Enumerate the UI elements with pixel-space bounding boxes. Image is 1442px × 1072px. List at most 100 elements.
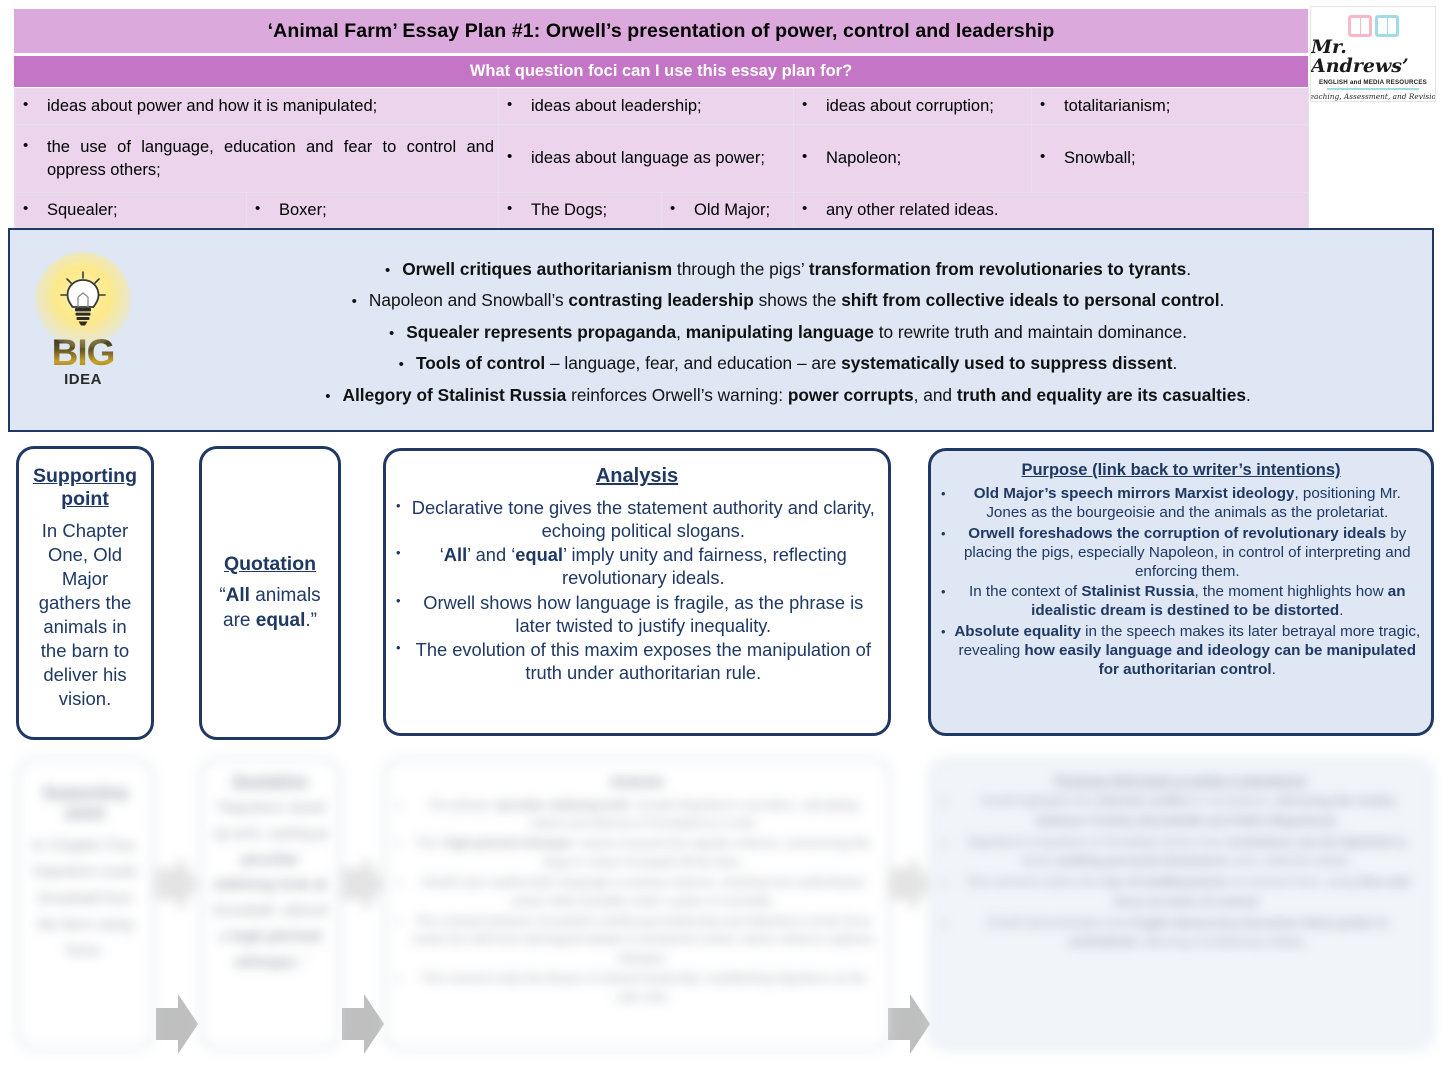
list-item: •Orwell critiques authoritarianism throu… <box>384 258 1192 279</box>
foci-text: The Dogs; <box>531 201 608 219</box>
bullet-icon: • <box>396 970 401 986</box>
quotation-card: Quotation “All animals are equal.” <box>199 446 341 740</box>
book-pink-icon <box>1347 15 1372 37</box>
bullet-icon: • <box>396 497 401 513</box>
bullet-icon: • <box>396 836 401 852</box>
bullet-icon: • <box>507 200 513 217</box>
big-idea-idea-label: IDEA <box>64 370 102 388</box>
bullet-icon: • <box>1040 96 1046 114</box>
analysis-card: Analysis •Declarative tone gives the sta… <box>383 448 891 736</box>
preview-analysis-bullet-list: •The phrase ‘peculiar sidelong look’ rev… <box>396 794 878 1008</box>
purpose-bullet-list: •Old Major’s speech mirrors Marxist ideo… <box>941 484 1421 679</box>
bullet-icon: • <box>941 584 946 599</box>
header-section: ‘Animal Farm’ Essay Plan #1: Orwell’s pr… <box>0 0 1442 229</box>
supporting-point-card: Supporting point In Chapter One, Old Maj… <box>16 446 154 740</box>
bullet-icon: • <box>23 137 29 155</box>
question-foci-table: • ideas about power and how it is manipul… <box>14 88 1309 229</box>
card-body: “All animals are equal.” <box>219 584 321 631</box>
flow-arrow-icon <box>342 992 384 1056</box>
preview-flow-row: Supporting point In Chapter Five, Napole… <box>0 752 1442 1064</box>
list-item: •The phrase ‘peculiar sidelong look’ rev… <box>396 797 859 831</box>
bullet-icon: • <box>941 486 946 501</box>
list-item: •In the context of Stalinist Russia, the… <box>941 583 1406 619</box>
page-title-bar: ‘Animal Farm’ Essay Plan #1: Orwell’s pr… <box>14 9 1308 53</box>
preview-purpose-card: Purpose (link back to writer’s intention… <box>928 758 1434 1050</box>
flow-arrow-icon <box>156 992 198 1056</box>
book-teal-icon <box>1374 15 1399 37</box>
list-item: •Absolute equality in the speech makes i… <box>941 622 1421 678</box>
list-item: •Orwell shows how language is fragile, a… <box>396 591 864 636</box>
foci-text: Snowball; <box>1064 149 1136 168</box>
flow-arrow-icon <box>156 852 198 916</box>
bullet-icon: • <box>941 525 946 541</box>
list-item: •Tools of control – language, fear, and … <box>398 353 1178 374</box>
foci-text: ideas about corruption; <box>826 97 994 116</box>
essay-flow-row: Supporting point In Chapter One, Old Maj… <box>0 446 1442 1054</box>
foci-cell: •Squealer; <box>14 191 247 229</box>
bullet-icon: • <box>507 148 513 166</box>
question-foci-heading-bar: What question foci can I use this essay … <box>14 56 1308 87</box>
list-item: •Declarative tone gives the statement au… <box>396 496 875 541</box>
card-title: Purpose (link back to writer’s intention… <box>1021 461 1341 479</box>
bullet-icon: • <box>398 356 404 374</box>
books-icon <box>1347 11 1399 37</box>
foci-cell: • ideas about leadership; <box>498 88 794 125</box>
foci-text: Napoleon; <box>826 149 902 168</box>
bullet-icon: • <box>507 96 513 114</box>
list-item: •This moment ends the illusion of shared… <box>396 970 867 1004</box>
foci-text: the use of language, education and fear … <box>47 138 494 179</box>
foci-cell: • any other related ideas. <box>793 191 1309 229</box>
bullet-icon: • <box>941 794 946 809</box>
card-title: Supporting point <box>42 784 128 821</box>
list-item: •The evolution of this maxim exposes the… <box>396 639 871 684</box>
brand-logo: Mr. Andrews’ ENGLISH and MEDIA RESOURCES… <box>1310 6 1436 102</box>
preview-purpose-bullet-list: •Orwell highlights the internal conflict… <box>941 792 1421 953</box>
foci-text: Squealer; <box>47 201 118 219</box>
big-idea-bullet-list: •Orwell critiques authoritarianism throu… <box>160 244 1416 420</box>
foci-cell: •Old Major; <box>661 191 794 229</box>
table-row: • ideas about power and how it is manipul… <box>14 88 1309 125</box>
bullet-icon: • <box>802 96 808 114</box>
foci-text: ideas about leadership; <box>531 97 702 116</box>
lightbulb-icon <box>35 251 131 348</box>
foci-cell: • the use of language, education and fear… <box>14 124 499 193</box>
foci-text: ideas about language as power; <box>531 149 765 168</box>
card-title: Analysis <box>610 773 664 788</box>
big-idea-badge: BIG IDEA <box>28 244 138 394</box>
list-item: •Squealer represents propaganda, manipul… <box>388 321 1188 342</box>
foci-text: Boxer; <box>279 201 327 219</box>
foci-cell: • The Dogs; <box>498 191 662 229</box>
bullet-icon: • <box>802 148 808 166</box>
bullet-icon: • <box>396 797 401 813</box>
list-item: •The contrast between Snowball’s intelle… <box>396 913 875 965</box>
foci-cell: •ideas about power and how it is manipul… <box>14 88 499 125</box>
list-item: •‘All’ and ‘equal’ imply unity and fairn… <box>396 544 847 589</box>
list-item: •Orwell foreshadows the corruption of re… <box>941 524 1411 580</box>
list-item: •Orwell uses euphemistic language to por… <box>396 874 866 908</box>
bullet-icon: • <box>670 200 676 217</box>
list-item: •Napoleon’s expulsion of Snowball shows … <box>941 834 1407 869</box>
table-row: •Squealer; •Boxer; •The Dogs; •Old Major… <box>14 191 1309 229</box>
foci-text: ideas about power and how it is manipula… <box>47 97 378 116</box>
foci-cell: • ideas about corruption; <box>793 88 1032 125</box>
bullet-icon: • <box>388 324 395 342</box>
bullet-icon: • <box>396 874 401 890</box>
foci-cell: • Napoleon; <box>793 124 1032 193</box>
bullet-icon: • <box>384 261 391 279</box>
list-item: •This moment marks the rise of totalitar… <box>941 875 1410 909</box>
bullet-icon: • <box>941 623 946 639</box>
card-body: In Chapter Five, Napoleon ousts Snowball… <box>31 837 139 959</box>
flow-arrow-icon <box>888 852 930 916</box>
card-title: Supporting point <box>33 465 137 510</box>
flow-arrow-icon <box>888 992 930 1056</box>
logo-name: Mr. Andrews’ <box>1311 36 1409 77</box>
bullet-icon: • <box>802 200 808 217</box>
flow-arrow-icon <box>342 852 384 916</box>
card-body: In Chapter One, Old Major gathers the an… <box>38 520 132 710</box>
bullet-icon: • <box>941 875 946 891</box>
foci-text: any other related ideas. <box>826 201 999 219</box>
purpose-card: Purpose (link back to writer’s intention… <box>928 448 1434 736</box>
list-item: •Old Major’s speech mirrors Marxist ideo… <box>941 485 1401 521</box>
preview-supporting-point-card: Supporting point In Chapter Five, Napole… <box>16 758 154 1050</box>
card-body: “Napoleon stood up and, casting a peculi… <box>212 799 328 971</box>
